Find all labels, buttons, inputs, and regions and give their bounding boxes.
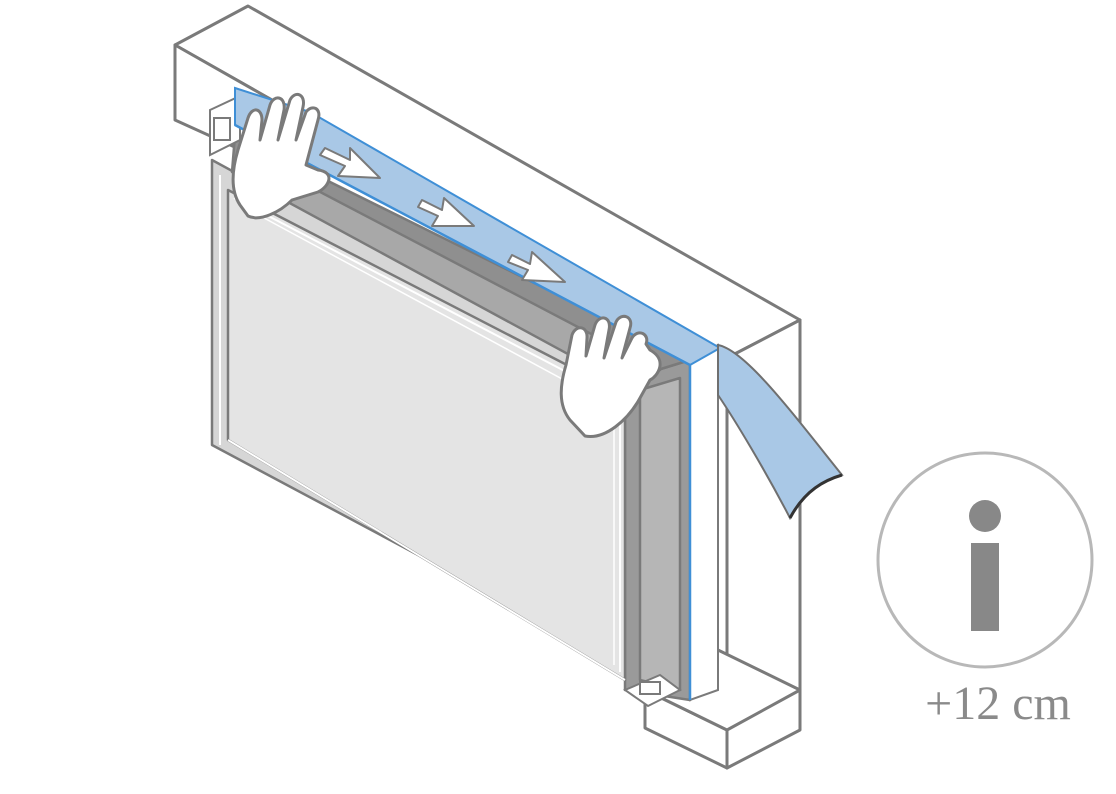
arrow-icon bbox=[507, 251, 566, 283]
info-caption: +12 cm bbox=[925, 677, 1071, 730]
info-icon bbox=[969, 500, 1001, 631]
hand-left-icon bbox=[231, 92, 331, 220]
arrow-icon bbox=[319, 147, 381, 179]
arrow-icon bbox=[417, 197, 475, 227]
jamb-reveal bbox=[689, 343, 719, 702]
bracket-bottom-right bbox=[622, 673, 682, 708]
hand-right-icon bbox=[559, 314, 662, 438]
direction-arrows bbox=[319, 147, 566, 283]
window-frame bbox=[210, 133, 692, 702]
info-badge bbox=[876, 451, 1094, 669]
